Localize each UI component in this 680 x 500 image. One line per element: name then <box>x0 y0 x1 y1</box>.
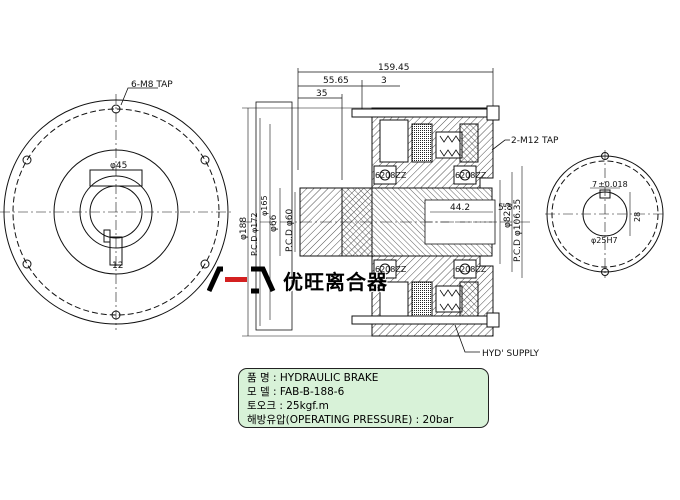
hac-logo-icon <box>207 266 276 294</box>
section-view <box>240 68 530 353</box>
bearing-label-4: 6208ZZ <box>455 265 487 274</box>
dim-825: φ82.5 <box>503 202 513 228</box>
top-dimensions <box>297 68 494 180</box>
dim-35: 35 <box>316 89 327 99</box>
right-end-view <box>545 150 665 278</box>
spec-row-name: 품 명 : HYDRAULIC BRAKE <box>247 371 480 385</box>
dim-3: 3 <box>381 76 387 86</box>
right-key-width: 7±0.018 <box>592 180 628 189</box>
dim-overall: 159.45 <box>378 63 410 73</box>
spec-value: : 25kgf.m <box>279 400 329 412</box>
bearing-label-2: 6208ZZ <box>455 171 487 180</box>
vertical-dimensions <box>242 107 523 337</box>
dim-66: φ66 <box>269 214 279 232</box>
dim-165: φ165 <box>260 195 269 216</box>
left-tap-label: 6-M8 TAP <box>131 80 173 90</box>
right-hole-top <box>601 152 609 160</box>
dim-55: 55.65 <box>323 76 349 86</box>
dim-44: 44.2 <box>450 203 470 213</box>
spec-value: : HYDRAULIC BRAKE <box>273 372 379 384</box>
spring-upper <box>439 135 461 157</box>
left-end-view <box>0 87 232 330</box>
bearing-label-3: 6208ZZ <box>375 265 407 274</box>
dim-pcd106: P.C.D φ106.35 <box>513 199 523 262</box>
spec-key: 품 명 <box>247 372 270 384</box>
spec-key: 해방유압 <box>247 414 286 426</box>
spring-lower <box>439 289 461 311</box>
right-bore-label: φ25H7 <box>591 236 618 245</box>
bearings <box>373 165 477 279</box>
bearing-label-1: 6208ZZ <box>375 171 407 180</box>
spec-row-torque: 토오크 : 25kgf.m <box>247 399 480 413</box>
dim-188: φ188 <box>239 217 249 240</box>
dim-58: 5.8 <box>498 203 513 213</box>
spec-key: 모 델 <box>247 386 270 398</box>
dim-pcd172: P.C.D φ172 <box>250 213 259 257</box>
left-key-label: 12 <box>112 261 123 271</box>
left-bore-label: φ45 <box>110 161 127 171</box>
spec-box: 품 명 : HYDRAULIC BRAKE 모 델 : FAB-B-188-6 … <box>238 368 489 428</box>
tap-right-label: 2-M12 TAP <box>511 136 559 146</box>
right-key-depth: 28 <box>633 212 642 222</box>
company-name: 优旺离合器 <box>283 269 388 294</box>
supply-label: HYD' SUPPLY <box>482 349 540 359</box>
spec-value: : FAB-B-188-6 <box>273 386 345 398</box>
bolt-holes <box>22 104 210 320</box>
spec-value: (OPERATING PRESSURE) : 20bar <box>285 414 454 426</box>
dim-pcd60: P.C.D φ60 <box>285 209 295 252</box>
spec-row-model: 모 델 : FAB-B-188-6 <box>247 385 480 399</box>
spec-row-pressure: 해방유압(OPERATING PRESSURE) : 20bar <box>247 413 480 427</box>
right-hole-bottom <box>601 268 609 276</box>
spec-key: 토오크 <box>247 400 276 412</box>
brand-logo: 优旺离合器 <box>207 263 388 297</box>
